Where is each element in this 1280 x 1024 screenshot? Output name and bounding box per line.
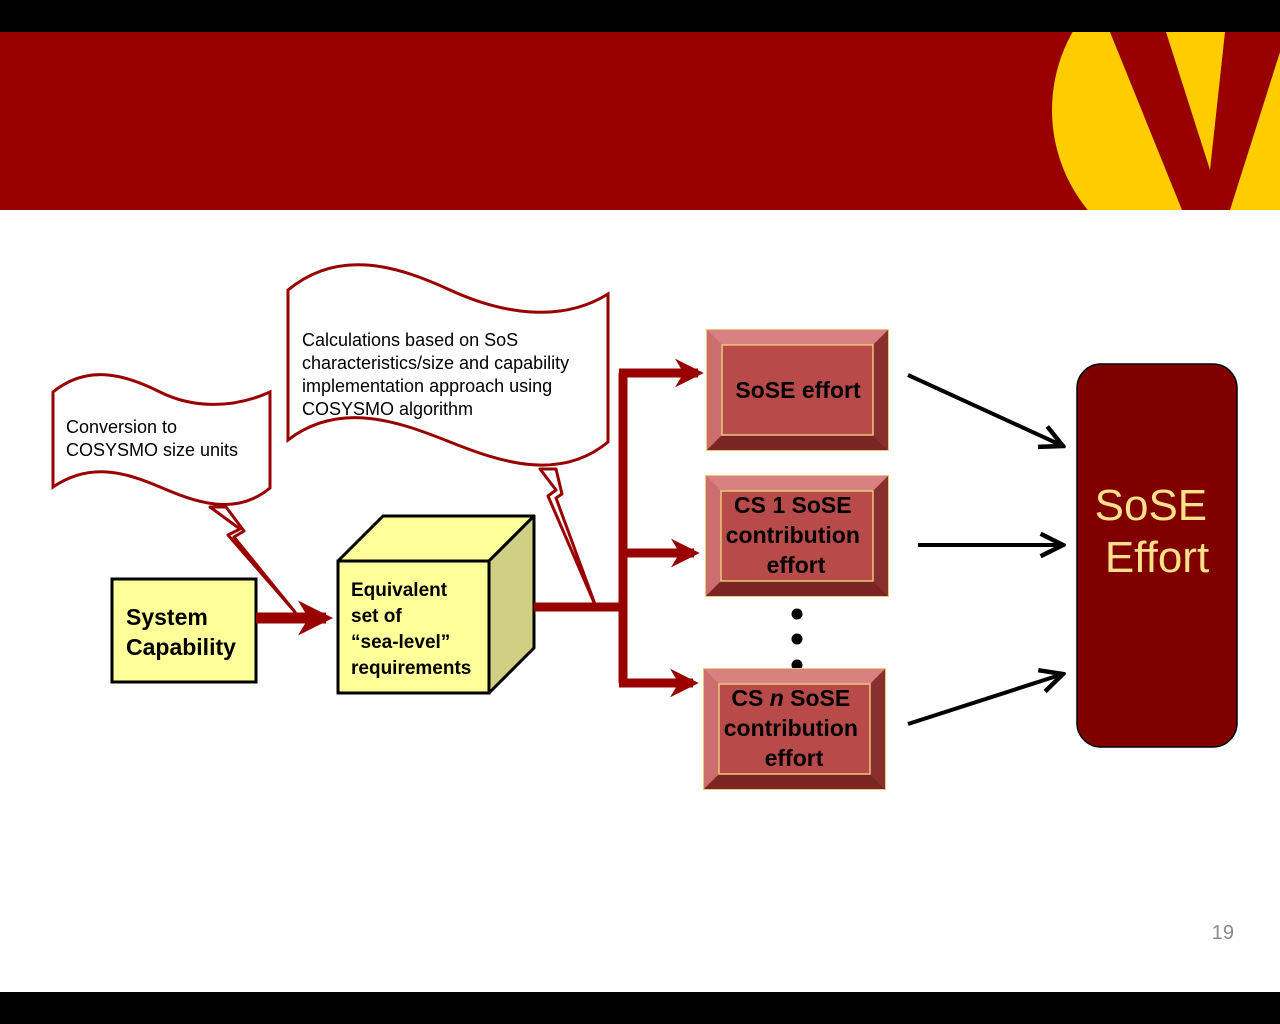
system-capability-line-1: System <box>126 604 208 630</box>
system-capability-box: System Capability <box>110 577 258 684</box>
svg-text:SoSE Effort: SoSE Effort <box>1095 481 1220 582</box>
result-line-1: SoSE <box>1095 481 1208 530</box>
svg-text:System Capability: System Capability <box>126 604 236 660</box>
header-banner <box>0 32 1280 210</box>
csn-line-2: contribution <box>724 715 858 741</box>
result-arrows <box>907 373 1063 726</box>
arrow-csn-to-result <box>907 674 1063 726</box>
distribution-connector <box>534 358 704 698</box>
svg-text:CS n SoSE contribution: CS n SoSE contribution effort <box>724 685 865 771</box>
ellipsis-dots <box>791 608 803 671</box>
calculations-text-line-4: COSYSMO algorithm <box>302 399 473 419</box>
cs1-line-3: effort <box>767 552 826 578</box>
equivalent-line-1: Equivalent <box>351 580 448 601</box>
equivalent-line-4: requirements <box>351 658 471 679</box>
calculations-callout: Calculations based on SoS characteristic… <box>286 263 610 609</box>
result-line-2: Effort <box>1105 533 1209 582</box>
csn-effort-box: CS n SoSE contribution effort <box>703 668 886 790</box>
equivalent-requirements-cube: Equivalent set of “sea-level” requiremen… <box>336 514 536 695</box>
svg-text:Calculations based on SoS: Calculations based on SoS characteristic… <box>302 330 574 419</box>
csn-line-1: CS n SoSE <box>731 685 850 711</box>
calculations-text-line-2: characteristics/size and capability <box>302 353 569 373</box>
page-number: 19 <box>1211 922 1234 944</box>
csn-line-3: effort <box>765 745 824 771</box>
equivalent-line-2: set of <box>351 606 402 627</box>
sose-effort-box: SoSE effort <box>706 329 889 451</box>
cs1-line-1: CS 1 SoSE <box>734 492 852 518</box>
sose-effort-result: SoSE Effort <box>1076 363 1238 748</box>
svg-text:Conversion to COSYSMO: Conversion to COSYSMO size units <box>66 417 238 460</box>
equivalent-line-3: “sea-level” <box>351 632 450 653</box>
conversion-text-line-1: Conversion to <box>66 417 177 437</box>
cs1-line-2: contribution <box>726 522 860 548</box>
cs1-effort-box: CS 1 SoSE contribution effort <box>705 475 889 597</box>
v-logo-icon <box>1052 32 1280 210</box>
arrow-sose-to-result <box>907 373 1063 446</box>
diagram: Conversion to COSYSMO size units Calcula… <box>51 263 1238 790</box>
calculations-text-line-3: implementation approach using <box>302 376 552 396</box>
slide: Conversion to COSYSMO size units Calcula… <box>0 32 1280 992</box>
svg-text:Equivalent set of: Equivalent set of “sea-level” requiremen… <box>351 580 471 679</box>
svg-text:CS 1 SoSE contribution: CS 1 SoSE contribution effort <box>726 492 867 578</box>
calculations-text-line-1: Calculations based on SoS <box>302 330 518 350</box>
sose-effort-label: SoSE effort <box>735 377 861 403</box>
conversion-text-line-2: COSYSMO size units <box>66 440 238 460</box>
conversion-callout: Conversion to COSYSMO size units <box>51 373 297 614</box>
system-capability-line-2: Capability <box>126 634 236 660</box>
